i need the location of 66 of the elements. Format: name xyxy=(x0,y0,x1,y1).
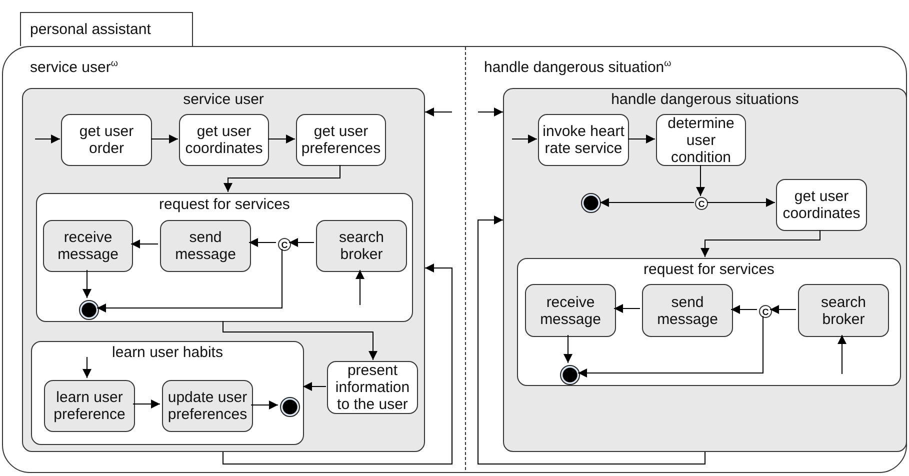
state-box xyxy=(31,341,304,445)
action-box: get user coordinates xyxy=(179,114,269,166)
action-box: send message xyxy=(160,220,251,272)
arrow xyxy=(150,134,178,144)
arrow xyxy=(838,334,846,374)
choice-node: C xyxy=(695,197,708,210)
state-title: request for services xyxy=(159,196,290,213)
action-box: get user coordinates xyxy=(776,179,867,231)
final-state xyxy=(280,397,300,417)
arrow xyxy=(614,304,640,313)
final-state xyxy=(560,365,580,385)
arrow xyxy=(302,382,326,391)
arrow xyxy=(268,134,296,144)
arrow xyxy=(222,264,452,464)
arrow xyxy=(356,270,364,306)
action-box: receive message xyxy=(43,220,133,272)
arrow xyxy=(82,270,92,298)
arrow xyxy=(600,198,694,207)
arrow xyxy=(628,134,656,144)
action-box: update user preferences xyxy=(162,380,253,432)
arrow xyxy=(706,198,776,207)
choice-node: C xyxy=(278,238,291,251)
action-box: receive message xyxy=(525,284,616,337)
arrow xyxy=(96,248,282,312)
frame-tab: personal assistant xyxy=(20,12,193,46)
final-state xyxy=(581,193,601,213)
arrow xyxy=(34,134,60,144)
state-title: service user xyxy=(183,91,264,108)
choice-node: C xyxy=(759,305,772,318)
action-box: search broker xyxy=(798,284,889,337)
arrow xyxy=(130,240,158,248)
state-title: handle dangerous situations xyxy=(611,91,799,108)
final-state xyxy=(79,300,99,320)
action-box: get user order xyxy=(61,114,152,166)
action-box: invoke heart rate service xyxy=(538,114,629,166)
region-label: handle dangerous situation$^{ω}$ xyxy=(484,57,672,77)
arrow xyxy=(222,320,378,360)
state-box xyxy=(517,258,901,386)
action-box: send message xyxy=(642,284,733,337)
arrow xyxy=(250,400,278,410)
arrow xyxy=(730,305,758,314)
state-title: request for services xyxy=(644,261,774,278)
state-box xyxy=(503,88,907,452)
action-box: present information to the user xyxy=(327,361,418,414)
arrow xyxy=(132,400,160,408)
arrow xyxy=(224,164,340,192)
arrow xyxy=(770,305,796,314)
arrow xyxy=(564,334,572,364)
action-box: learn user preference xyxy=(44,380,135,432)
action-box: get user preferences xyxy=(296,114,386,166)
action-box: determine user condition xyxy=(656,114,746,166)
arrow xyxy=(578,316,764,378)
arrow xyxy=(424,108,452,116)
state-title: learn user habits xyxy=(112,344,223,361)
arrow xyxy=(700,230,820,258)
arrow xyxy=(82,356,92,378)
arrow xyxy=(478,216,706,464)
arrow xyxy=(288,238,314,247)
state-box xyxy=(36,193,413,322)
arrow xyxy=(512,134,538,144)
arrow xyxy=(248,238,276,247)
arrow xyxy=(478,108,504,116)
arrow xyxy=(696,164,705,196)
state-box xyxy=(22,88,425,452)
region-label: service user$^{ω}$ xyxy=(30,57,118,77)
action-box: search broker xyxy=(316,220,407,272)
